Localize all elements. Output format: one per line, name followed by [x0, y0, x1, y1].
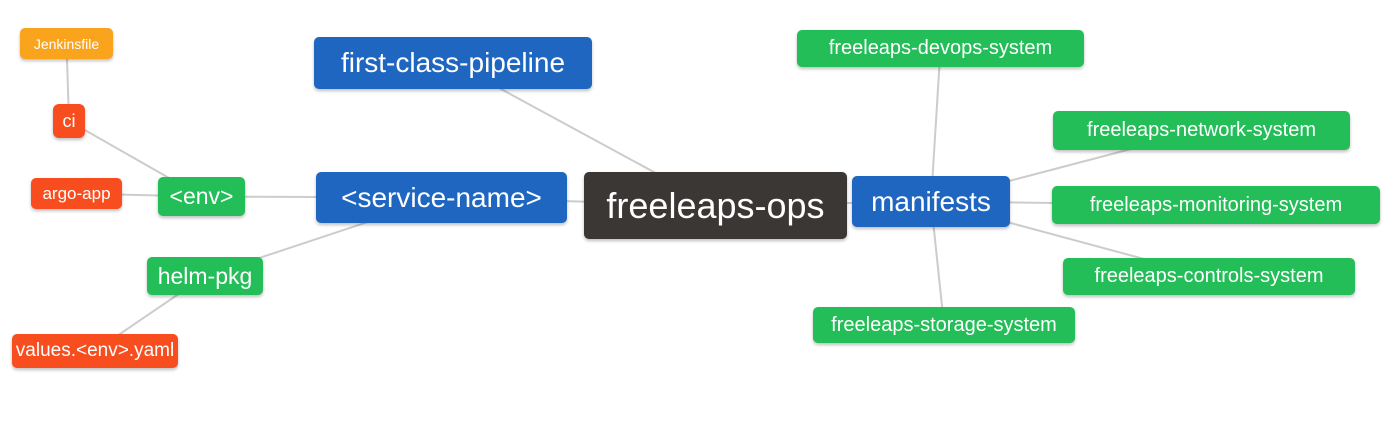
node-freeleaps-devops-system[interactable]: freeleaps-devops-system	[797, 30, 1084, 67]
node-manifests[interactable]: manifests	[852, 176, 1010, 227]
node-manifests-label: manifests	[871, 185, 991, 217]
node-jenkinsfile-label: Jenkinsfile	[33, 35, 100, 52]
node-jenkinsfile[interactable]: Jenkinsfile	[20, 28, 113, 59]
node-freeleaps-ops-root[interactable]: freeleaps-ops	[584, 172, 847, 239]
node-argo-app-label: argo-app	[42, 183, 111, 203]
node-freeleaps-storage-system-label: freeleaps-storage-system	[831, 313, 1057, 336]
node-freeleaps-monitoring-system[interactable]: freeleaps-monitoring-system	[1052, 186, 1380, 224]
node-ci[interactable]: ci	[53, 104, 85, 138]
node-freeleaps-controls-system[interactable]: freeleaps-controls-system	[1063, 258, 1355, 295]
node-freeleaps-storage-system[interactable]: freeleaps-storage-system	[813, 307, 1075, 343]
node-freeleaps-ops-label: freeleaps-ops	[606, 184, 825, 226]
node-service-name-label: <service-name>	[341, 181, 542, 213]
node-freeleaps-network-system-label: freeleaps-network-system	[1087, 119, 1316, 141]
node-freeleaps-network-system[interactable]: freeleaps-network-system	[1053, 111, 1350, 150]
node-freeleaps-controls-system-label: freeleaps-controls-system	[1094, 265, 1324, 287]
node-argo-app[interactable]: argo-app	[31, 178, 122, 209]
node-helm-pkg-label: helm-pkg	[157, 262, 253, 289]
node-values-env-yaml-label: values.<env>.yaml	[15, 340, 175, 361]
node-values-env-yaml[interactable]: values.<env>.yaml	[12, 334, 178, 368]
node-freeleaps-devops-system-label: freeleaps-devops-system	[828, 37, 1053, 59]
node-service-name[interactable]: <service-name>	[316, 172, 567, 223]
node-first-class-pipeline[interactable]: first-class-pipeline	[314, 37, 592, 89]
node-ci-label: ci	[62, 110, 76, 131]
node-env[interactable]: <env>	[158, 177, 245, 216]
node-freeleaps-monitoring-system-label: freeleaps-monitoring-system	[1089, 193, 1343, 216]
node-helm-pkg[interactable]: helm-pkg	[147, 257, 263, 295]
node-env-label: <env>	[169, 183, 234, 209]
node-first-class-pipeline-label: first-class-pipeline	[340, 47, 566, 78]
